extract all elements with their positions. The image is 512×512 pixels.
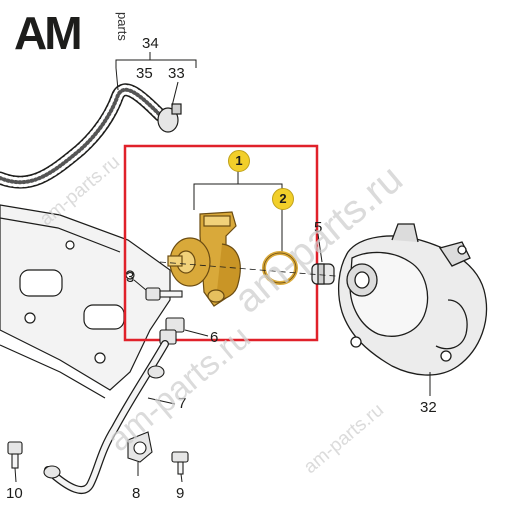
leader-7: [147, 397, 176, 405]
label-9: 9: [176, 485, 185, 502]
fuel-line: [43, 340, 169, 494]
cylinder-head: [0, 204, 171, 399]
leader-9: [180, 473, 183, 483]
label-10: 10: [6, 485, 23, 502]
seal-ring: [262, 251, 298, 285]
label-leaders-top: [115, 52, 197, 107]
label-5: 5: [314, 219, 323, 236]
label-34: 34: [142, 35, 159, 52]
bolt-left: [7, 441, 23, 469]
hose-clamp: [157, 103, 182, 133]
logo-brand: AM: [14, 7, 83, 59]
label-32: 32: [420, 399, 437, 416]
label-3: 3: [126, 269, 135, 286]
high-pressure-pump: [167, 211, 241, 307]
label-6: 6: [210, 329, 219, 346]
callout-1: 1: [228, 150, 250, 172]
vacuum-pump: [337, 223, 488, 376]
leader-6: [184, 329, 209, 337]
bolt: [145, 287, 183, 301]
leader-5: [317, 233, 323, 263]
highlight-frame: [123, 144, 319, 342]
logo-suffix: parts: [115, 12, 130, 41]
leader-10: [14, 467, 17, 483]
label-8: 8: [132, 485, 141, 502]
label-33: 33: [168, 65, 185, 82]
label-35: 35: [136, 65, 153, 82]
brand-logo: AM parts: [14, 10, 144, 58]
label-7: 7: [178, 395, 187, 412]
leader-3: [133, 279, 147, 291]
hose: [0, 83, 167, 189]
bolt-small: [171, 451, 189, 475]
assembly-axis: [159, 261, 361, 279]
callout-2: 2: [272, 188, 294, 210]
pipe-clamp: [127, 431, 153, 463]
